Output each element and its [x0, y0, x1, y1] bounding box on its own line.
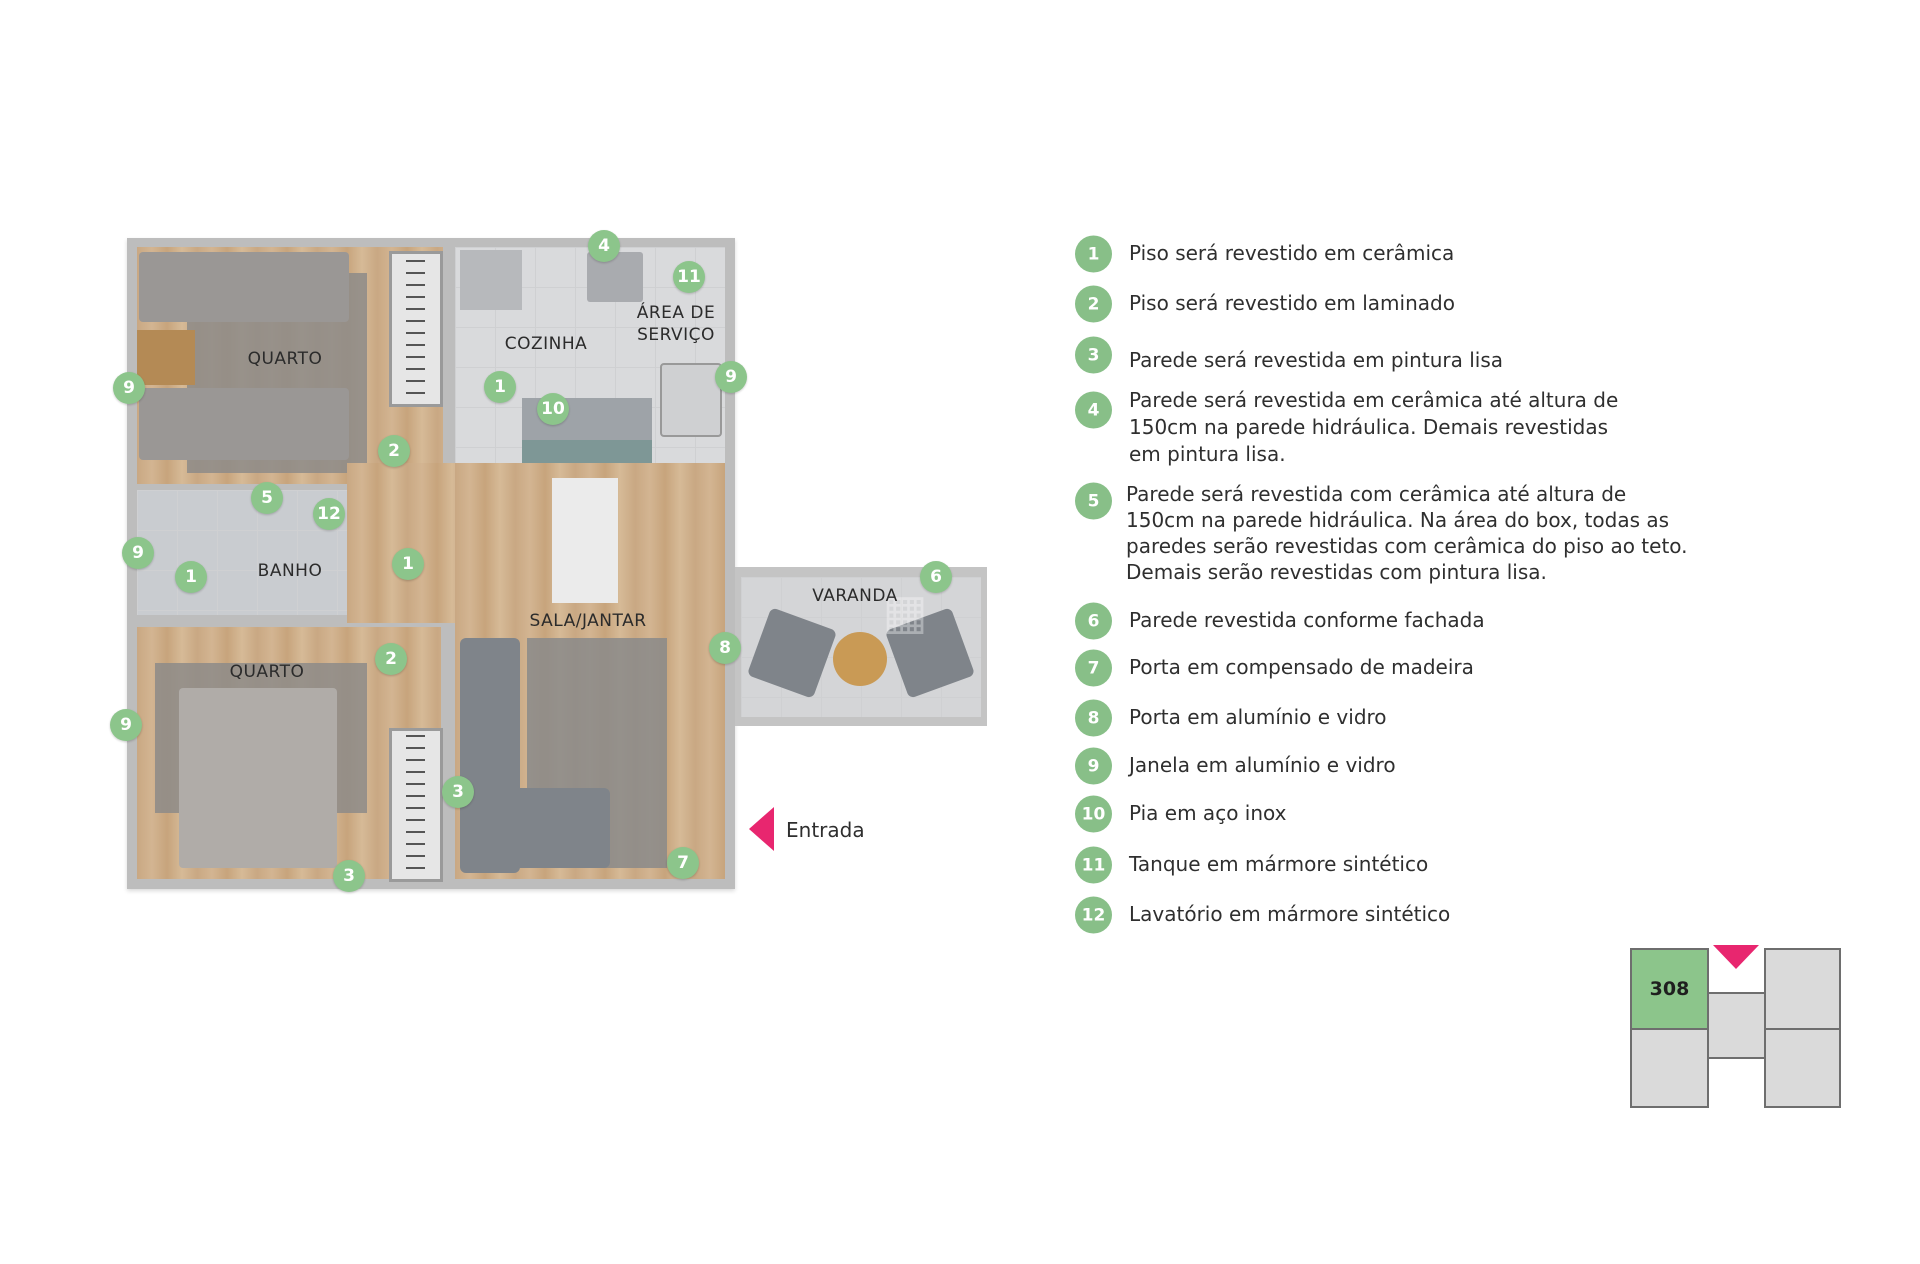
legend-number: 9 — [1075, 747, 1112, 785]
room-label-quarto: QUARTO — [229, 662, 305, 682]
plan-marker: 8 — [709, 632, 741, 664]
desk — [137, 330, 195, 385]
room-varanda: ▦ — [735, 567, 987, 726]
wardrobe — [389, 728, 443, 882]
plan-marker: 4 — [588, 230, 620, 262]
plan-marker: 2 — [378, 435, 410, 467]
plan-marker: 9 — [113, 372, 145, 404]
entrance-pointer-icon — [1713, 945, 1759, 969]
legend-text: em pintura lisa. — [1129, 442, 1286, 466]
room-label-banho: BANHO — [257, 561, 323, 581]
legend-number: 1 — [1075, 235, 1112, 273]
legend-text: Lavatório em mármore sintético — [1129, 902, 1451, 926]
room-label-area-servico: SERVIÇO — [637, 325, 715, 345]
plan-marker: 1 — [175, 561, 207, 593]
plan-marker: 6 — [920, 561, 952, 593]
legend-text: Piso será revestido em laminado — [1129, 291, 1455, 315]
room-label-area-servico: ÁREA DE — [636, 303, 716, 323]
legend-text: Porta em compensado de madeira — [1129, 655, 1474, 679]
legend-number: 6 — [1075, 602, 1112, 640]
legend-number: 5 — [1075, 482, 1112, 520]
legend-text: 150cm na parede hidráulica. Na área do b… — [1126, 508, 1670, 532]
legend-text: Parede será revestida em pintura lisa — [1129, 348, 1503, 372]
side-table — [833, 632, 887, 686]
watermark-logo: ▦ — [882, 584, 928, 640]
plan-marker: 9 — [122, 537, 154, 569]
unit-cell — [1707, 992, 1766, 1059]
bed — [139, 388, 349, 460]
legend-number: 11 — [1075, 846, 1112, 884]
legend-number: 3 — [1075, 336, 1112, 374]
room-label-quarto: QUARTO — [247, 349, 323, 369]
plan-marker: 3 — [333, 860, 365, 892]
legend-text: Parede revestida conforme fachada — [1129, 608, 1485, 632]
unit-highlight: 308 — [1630, 948, 1709, 1030]
plan-marker: 5 — [251, 482, 283, 514]
fridge — [460, 250, 522, 310]
legend-number: 10 — [1075, 795, 1112, 833]
room-banho — [137, 490, 347, 615]
legend-text: Parede será revestida em cerâmica até al… — [1129, 388, 1619, 412]
plan-marker: 3 — [442, 776, 474, 808]
plan-marker: 10 — [537, 393, 569, 425]
plan-marker: 1 — [392, 548, 424, 580]
plan-marker: 1 — [484, 371, 516, 403]
room-label-sala-jantar: SALA/JANTAR — [529, 611, 647, 631]
unit-cell — [1764, 948, 1841, 1030]
plan-marker: 11 — [673, 261, 705, 293]
legend-text: Parede será revestida com cerâmica até a… — [1126, 482, 1627, 506]
legend-text: paredes serão revestidas com cerâmica do… — [1126, 534, 1688, 558]
washing-machine — [660, 363, 722, 437]
entrance-arrow-icon — [749, 807, 774, 851]
plan-marker: 2 — [375, 643, 407, 675]
legend-text: Janela em alumínio e vidro — [1129, 753, 1396, 777]
bed — [139, 252, 349, 322]
plan-marker: 7 — [667, 847, 699, 879]
plan-marker: 9 — [715, 361, 747, 393]
plan-marker: 12 — [313, 498, 345, 530]
unit-cell — [1630, 1028, 1709, 1108]
wardrobe — [389, 251, 443, 407]
hallway — [347, 463, 455, 623]
legend-text: Pia em aço inox — [1129, 801, 1287, 825]
room-label-varanda: VARANDA — [812, 586, 898, 606]
legend-number: 8 — [1075, 699, 1112, 737]
unit-cell — [1764, 1028, 1841, 1108]
legend-number: 7 — [1075, 649, 1112, 687]
legend-text: Demais serão revestidas com pintura lisa… — [1126, 560, 1547, 584]
legend-number: 4 — [1075, 391, 1112, 429]
legend-text: Tanque em mármore sintético — [1129, 852, 1429, 876]
sofa-chaise — [460, 788, 610, 868]
dining-table — [552, 478, 618, 603]
plan-marker: 9 — [110, 709, 142, 741]
bed — [179, 688, 337, 868]
entrance-label: Entrada — [786, 818, 865, 842]
legend-text: 150cm na parede hidráulica. Demais reves… — [1129, 415, 1609, 439]
legend-number: 12 — [1075, 896, 1112, 934]
room-label-cozinha: COZINHA — [504, 334, 588, 354]
legend-number: 2 — [1075, 285, 1112, 323]
legend-text: Porta em alumínio e vidro — [1129, 705, 1387, 729]
legend-text: Piso será revestido em cerâmica — [1129, 241, 1455, 265]
